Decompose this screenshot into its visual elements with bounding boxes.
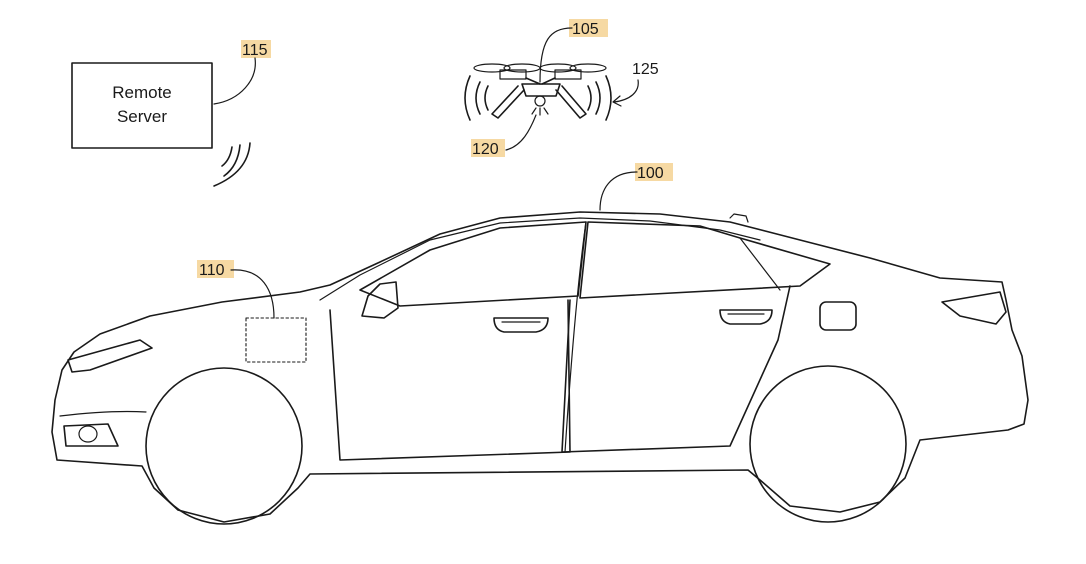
vehicle-rear-window [579, 221, 831, 299]
vehicle-fuel-door [819, 301, 857, 331]
drone-wave-right-3 [587, 85, 592, 111]
vehicle-rear-door-handle [719, 309, 773, 325]
drone-body [521, 83, 561, 97]
server-wave-3 [213, 142, 251, 187]
vehicle-front-door [329, 299, 571, 461]
ref-125-arrowhead [612, 95, 622, 107]
vehicle-body-outline [51, 211, 1029, 523]
remote-server: Remote Server [71, 62, 213, 149]
ref-120-group: 120 [471, 114, 537, 158]
ref-115-leader [213, 57, 256, 105]
vehicle-side-mirror [361, 281, 399, 319]
drone-camera-rays [531, 107, 549, 116]
ref-125-label: 125 [632, 61, 659, 78]
drone-arms [525, 77, 556, 85]
drone-wave-right-1 [595, 81, 601, 115]
ref-115-group: 115 [213, 40, 271, 105]
vehicle-tail-light [941, 291, 1007, 325]
drone-rotor-right-outer [569, 63, 607, 73]
ref-105-highlight [569, 19, 608, 37]
ref-105-label: 105 [572, 21, 599, 38]
server-wave-2 [223, 144, 241, 177]
drone-wave-left-2 [464, 75, 471, 121]
drone-wave-left-3 [484, 85, 489, 111]
vehicle [51, 211, 1029, 525]
drone-leg-left [491, 85, 525, 119]
remote-server-label-line1: Remote [112, 83, 172, 102]
server-wave-1 [221, 146, 233, 167]
ref-110-group: 110 [197, 260, 275, 319]
vehicle-rear-door [561, 285, 791, 453]
vehicle-front-wheel [145, 367, 303, 525]
vehicle-module-dashed-box [245, 317, 307, 363]
vehicle-rear-wheel [749, 365, 907, 523]
vehicle-fog-light-housing [63, 423, 119, 447]
ref-110-leader [230, 269, 275, 319]
server-signal-waves [213, 142, 251, 187]
ref-115-highlight [241, 40, 271, 58]
drone-motor-left [499, 69, 527, 80]
ref-110-highlight [197, 260, 234, 278]
drone-rotor-left-outer [473, 63, 511, 73]
vehicle-fog-light [78, 425, 98, 443]
ref-115-label: 115 [242, 42, 268, 59]
ref-105-group: 105 [539, 19, 608, 83]
drone [464, 63, 612, 121]
ref-100-label: 100 [637, 165, 664, 182]
vehicle-front-door-handle [493, 317, 549, 333]
remote-server-box [71, 62, 213, 149]
ref-125-group: 125 [612, 61, 659, 107]
drone-wave-right-2 [605, 75, 612, 121]
ref-100-group: 100 [599, 163, 673, 211]
vehicle-c-pillar [739, 237, 781, 291]
vehicle-front-window [359, 221, 587, 307]
ref-110-label: 110 [199, 262, 225, 279]
remote-server-label-line2: Server [117, 107, 167, 126]
ref-120-leader [505, 114, 537, 151]
drone-motor-right [554, 69, 582, 80]
ref-100-highlight [635, 163, 673, 181]
vehicle-bumper-line [59, 410, 147, 417]
drone-camera [534, 95, 546, 107]
ref-120-highlight [471, 139, 505, 157]
drone-wave-left-1 [475, 81, 481, 115]
ref-100-leader [599, 171, 638, 211]
ref-125-leader [613, 79, 639, 103]
ref-120-label: 120 [472, 141, 499, 158]
vehicle-door-seam [564, 221, 587, 453]
drone-leg-right [555, 85, 587, 119]
ref-105-leader [539, 27, 573, 83]
vehicle-headlight [67, 339, 153, 373]
vehicle-antenna [729, 213, 749, 223]
